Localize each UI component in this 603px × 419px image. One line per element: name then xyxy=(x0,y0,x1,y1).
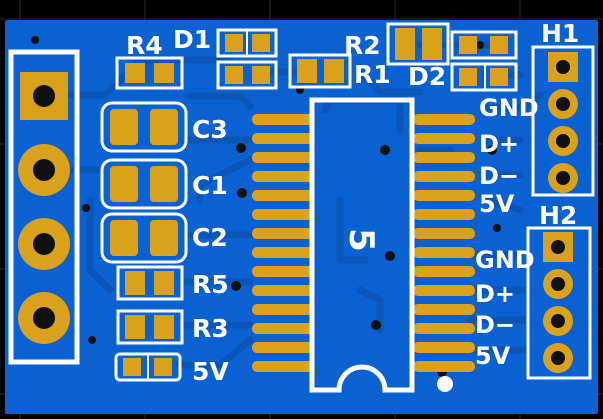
ic-label: 5 xyxy=(341,228,381,252)
r2-label: R2 xyxy=(344,31,381,60)
c2-label: C2 xyxy=(192,223,228,252)
d2-label: D2 xyxy=(408,62,446,91)
h2-pin-dminus-label: D− xyxy=(475,311,515,339)
via xyxy=(231,281,241,291)
h1-pin-5v-label: 5V xyxy=(479,190,515,218)
d1-component: D1 xyxy=(173,25,278,90)
d2-component: D2 xyxy=(408,30,518,92)
left-connector-outline xyxy=(8,49,80,365)
r1-component: R1 xyxy=(288,53,391,89)
h1-label: H1 xyxy=(541,19,579,48)
via xyxy=(88,336,96,344)
via xyxy=(493,224,501,232)
ic-right-pads xyxy=(413,114,475,372)
h2-header: H2 GND D+ D− 5V xyxy=(475,201,592,380)
c3-label: C3 xyxy=(192,115,228,144)
via xyxy=(82,204,90,212)
d1-label: D1 xyxy=(173,25,211,54)
via xyxy=(476,41,484,49)
h1-pin-gnd-label: GND xyxy=(479,94,539,122)
via xyxy=(237,188,247,198)
r2-component: R2 xyxy=(344,22,450,66)
via xyxy=(385,251,395,261)
via xyxy=(371,320,381,330)
r4-component: R4 xyxy=(115,31,184,90)
c2-component: C2 xyxy=(100,212,228,264)
r3-component: R3 xyxy=(116,309,229,345)
led-5v-component: 5V xyxy=(114,352,229,386)
h2-label: H2 xyxy=(539,201,577,230)
via xyxy=(487,145,497,155)
h1-pin-dplus-label: D+ xyxy=(479,130,519,158)
h1-pin-dminus-label: D− xyxy=(479,162,519,190)
r1-label: R1 xyxy=(354,60,391,89)
h2-pin-5v-label: 5V xyxy=(475,342,511,370)
c1-label: C1 xyxy=(192,171,228,200)
r4-label: R4 xyxy=(126,31,163,60)
r5-component: R5 xyxy=(116,265,229,301)
h2-pin-gnd-label: GND xyxy=(475,246,535,274)
c3-component: C3 xyxy=(100,101,228,153)
via xyxy=(31,36,39,44)
left-connector xyxy=(8,49,80,365)
via xyxy=(380,145,390,155)
h1-header: H1 GND D+ D− 5V xyxy=(479,19,595,218)
r3-label: R3 xyxy=(192,314,229,343)
c1-component: C1 xyxy=(100,158,228,210)
r5-label: R5 xyxy=(192,270,229,299)
ic-chip: 5 xyxy=(252,97,475,393)
five-v-left-label: 5V xyxy=(192,357,229,386)
ic-pin1-marker xyxy=(437,376,453,392)
ic-outline xyxy=(309,97,415,393)
ic-left-pads xyxy=(252,114,314,372)
via xyxy=(236,143,246,153)
h2-pin-dplus-label: D+ xyxy=(475,280,515,308)
